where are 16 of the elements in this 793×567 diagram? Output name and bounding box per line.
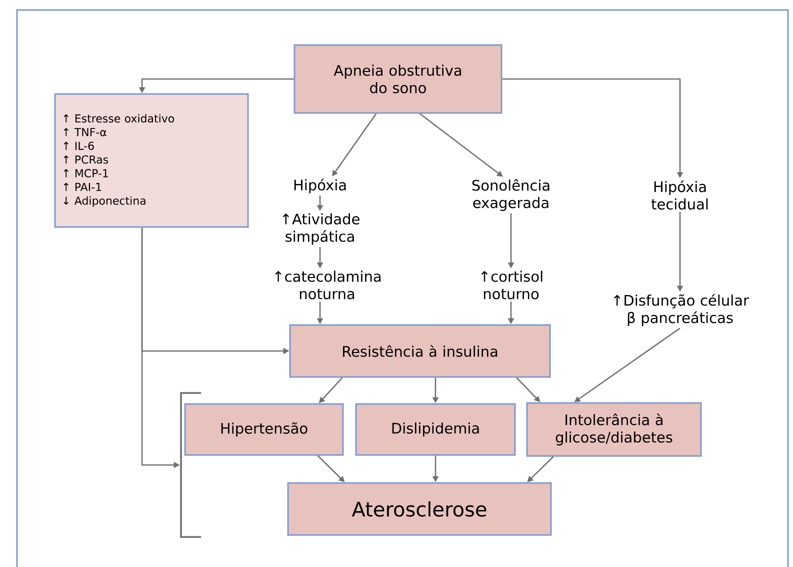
process-box: Dislipidemia [355, 403, 516, 456]
process-box: Intolerância à glicose/diabetes [526, 402, 702, 457]
text-label: ↑cortisol noturno [481, 270, 542, 300]
process-box: Apneia obstrutiva do sono [294, 44, 502, 114]
text-label: Hipóxia [294, 178, 346, 194]
text-label: ↑Atividade simpática [282, 213, 360, 245]
bracket [180, 392, 201, 538]
process-box: Aterosclerose [287, 482, 552, 536]
list-box: ↑ Estresse oxidativo ↑ TNF-α ↑ IL-6 ↑ PCRas ↑ MCP-1 ↑ PAI-1 ↓ Adiponectina [54, 93, 249, 228]
text-label: ↑catecolamina noturna [275, 270, 380, 300]
process-box: Resistência à insulina [289, 324, 551, 378]
process-box: Hipertensão [184, 403, 344, 456]
text-label: ↑Disfunção célular β pancreáticas [614, 294, 749, 326]
text-label: Sonolência exagerada [472, 179, 550, 211]
arrow [420, 113, 503, 177]
text-label: Hipóxia tecidual [651, 180, 708, 210]
